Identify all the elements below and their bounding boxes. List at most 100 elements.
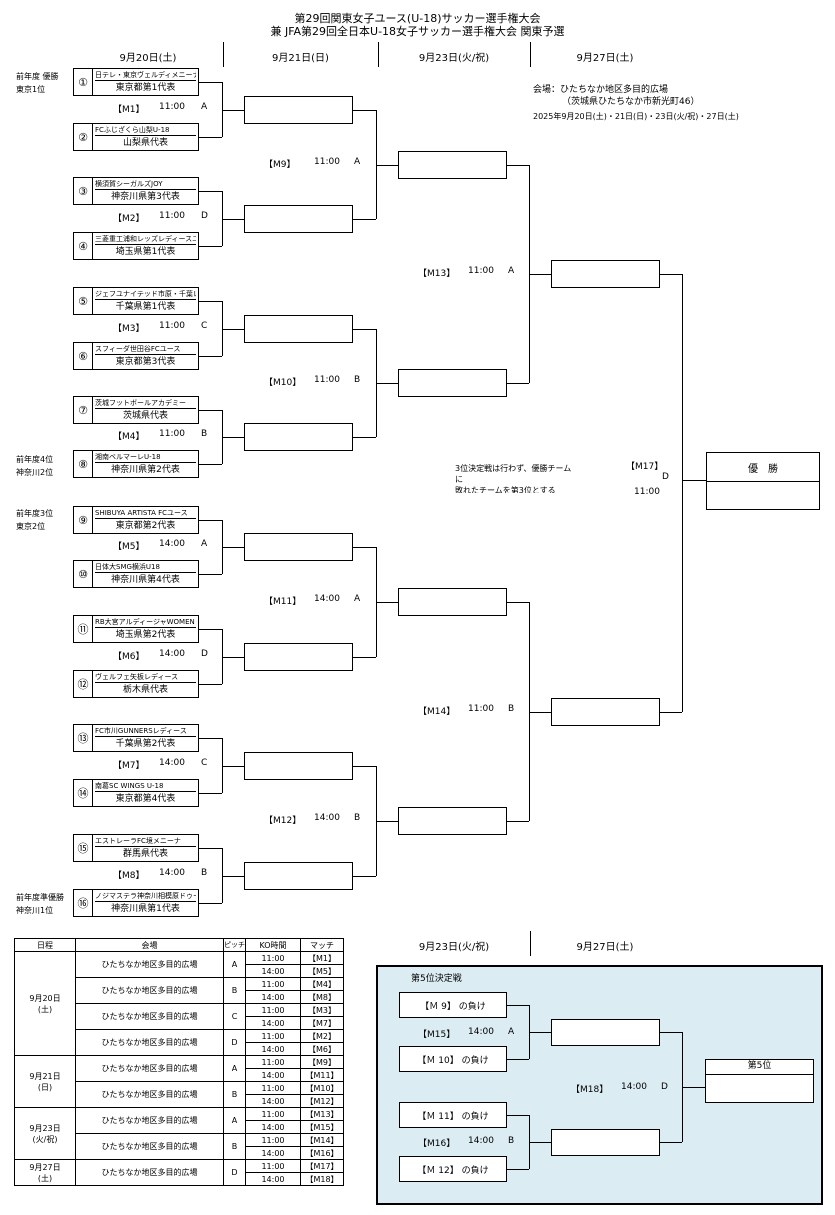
day-separator (378, 42, 379, 67)
bracket-line (376, 383, 398, 384)
seed-note: 神奈川1位 (16, 906, 54, 915)
match-winner-box (244, 423, 353, 451)
bracket-line (660, 1032, 682, 1033)
match-winner-box (398, 151, 507, 179)
team-number: ⑧ (74, 451, 93, 477)
match-id: 【M13】 (418, 269, 456, 279)
fifth-day-2: 9月27日(土) (576, 942, 634, 953)
match-id: 【M14】 (418, 707, 456, 717)
bracket-line (660, 1142, 682, 1143)
bracket-line (507, 1059, 529, 1060)
bracket-line (353, 766, 376, 767)
schedule-ko-time: 14:00 (245, 990, 301, 1004)
bracket-line (222, 110, 244, 111)
match-id: 【M10】 (264, 378, 302, 388)
team-number: ④ (74, 233, 93, 259)
fifth-day-1: 9月23日(火/祝) (418, 942, 490, 953)
schedule-match: 【M2】 (300, 1029, 344, 1043)
bracket-line (199, 903, 222, 904)
bracket-line (199, 793, 222, 794)
team-number: ③ (74, 178, 93, 204)
schedule-header: 会場 (75, 938, 224, 952)
match-time: 11:00 (314, 157, 340, 167)
schedule-date: 9月27日(土) (14, 1159, 76, 1186)
schedule-date: 9月23日(火/祝) (14, 1107, 76, 1160)
bracket-line (199, 82, 222, 83)
bracket-line (222, 657, 244, 658)
schedule-match: 【M7】 (300, 1016, 344, 1030)
schedule-ko-time: 14:00 (245, 1016, 301, 1030)
schedule-date-line: (火/祝) (32, 1134, 58, 1144)
bracket-line (353, 437, 376, 438)
team-prefecture: 千葉県第1代表 (115, 302, 176, 312)
match-winner-box (398, 807, 507, 835)
match-pitch: D (201, 649, 208, 659)
bracket-line (529, 1032, 551, 1033)
schedule-date-line: (日) (37, 1082, 53, 1092)
team-prefecture: 神奈川県第3代表 (111, 192, 180, 202)
team-number: ⑦ (74, 397, 93, 423)
team-name: 南葛SC WINGS U-18 (95, 781, 196, 792)
bracket-line (529, 712, 551, 713)
schedule-ko-time: 14:00 (245, 1172, 301, 1186)
match-winner-box (244, 96, 353, 124)
team-name: 横須賀シーガルズJOY (95, 179, 196, 190)
schedule-ko-time: 11:00 (245, 1159, 301, 1173)
match-id: 【M18】 (571, 1085, 609, 1095)
match-id: 【M4】 (113, 432, 145, 442)
match-time: 14:00 (159, 868, 185, 878)
schedule-date-line: (土) (37, 1004, 53, 1014)
schedule-ko-time: 11:00 (245, 951, 301, 965)
schedule-row: 14:00【M6】 (15, 1042, 344, 1056)
schedule-match: 【M11】 (300, 1068, 344, 1082)
team-name: FCふじざくら山梨U-18 (95, 125, 196, 136)
match-time: 11:00 (468, 266, 494, 276)
team-number: ① (74, 69, 93, 95)
match-time: 11:00 (159, 429, 185, 439)
final-time: 11:00 (634, 487, 660, 497)
team-name: 日テレ・東京ヴェルディメニーナ (95, 71, 196, 81)
bracket-line (199, 356, 222, 357)
schedule-ko-time: 14:00 (245, 1042, 301, 1056)
schedule-match: 【M5】 (300, 964, 344, 978)
day-3-label: 9月23日(火/祝) (418, 53, 490, 64)
loser-slot: 【Ｍ 11】 の負け (399, 1102, 507, 1128)
seed-note: 前年度4位 (16, 455, 54, 464)
team-prefecture: 山梨県代表 (122, 138, 168, 148)
bracket-line (199, 137, 222, 138)
bracket-line (222, 876, 244, 877)
schedule-venue: ひたちなか地区多目的広場 (75, 1055, 224, 1082)
match-pitch: D (201, 211, 208, 221)
schedule-ko-time: 14:00 (245, 1120, 301, 1134)
bracket-line (199, 410, 222, 411)
team-number: ⑨ (74, 507, 93, 533)
bracket-line (660, 712, 682, 713)
loser-slot: 【Ｍ 10】 の負け (399, 1046, 507, 1072)
schedule-match: 【M18】 (300, 1172, 344, 1186)
team-prefecture: 神奈川県第1代表 (111, 904, 180, 914)
bracket-line (199, 301, 222, 302)
bracket-line (222, 301, 223, 356)
match-time: 14:00 (159, 649, 185, 659)
bracket-line (199, 520, 222, 521)
match-id: 【M2】 (113, 214, 145, 224)
match-id: 【M8】 (113, 871, 145, 881)
seed-note: 東京1位 (16, 85, 46, 94)
schedule-match: 【M8】 (300, 990, 344, 1004)
loser-slot: 【Ｍ 12】 の負け (399, 1156, 507, 1182)
day-separator (223, 42, 224, 67)
schedule-pitch: C (223, 1003, 246, 1030)
bracket-line (353, 329, 376, 330)
bracket-line (529, 1142, 551, 1143)
match-pitch: B (354, 375, 361, 385)
